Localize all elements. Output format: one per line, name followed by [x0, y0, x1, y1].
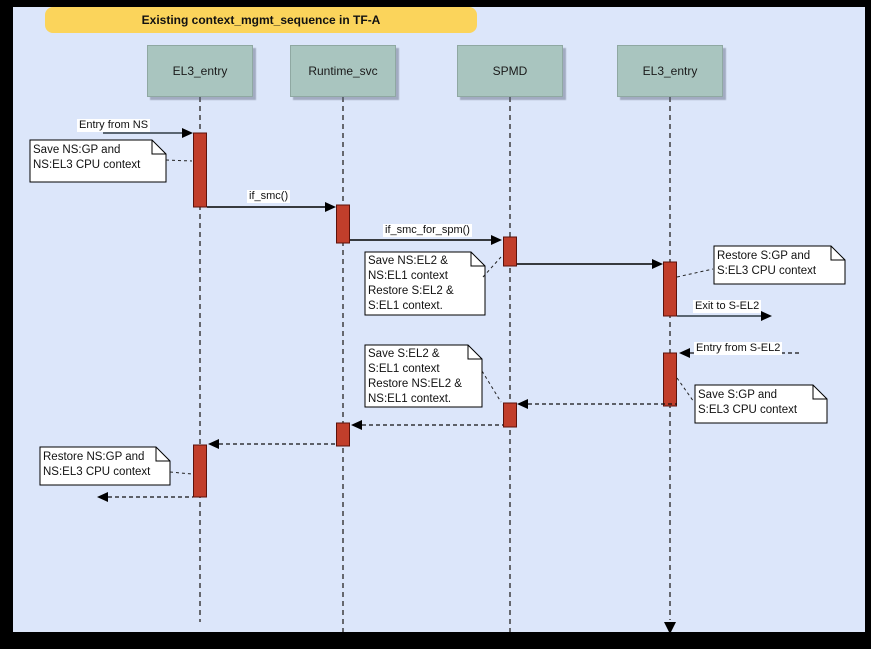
arrow-return-el3-to-spmd [517, 399, 677, 409]
note-save-ns-gp: Save NS:GP and NS:EL3 CPU context [33, 144, 141, 171]
actor-spmd: SPMD [457, 45, 563, 97]
note-save-s-el2: Save S:EL2 & S:EL1 context Restore NS:EL… [368, 348, 462, 405]
actor-el3-entry-2: EL3_entry [617, 45, 723, 97]
note-shape-save-ns-el2 [364, 251, 502, 316]
note-save-ns-el2: Save NS:EL2 & NS:EL1 context Restore S:E… [368, 255, 454, 312]
arrow-return-to-ns [97, 492, 193, 502]
label-if-smc-for-spm: if_smc_for_spm() [383, 224, 472, 237]
note-shape-restore-s-gp [676, 245, 846, 285]
arrow-return-spmd-to-runtime [351, 420, 503, 430]
arrow-exit-to-s-el2 [677, 311, 772, 321]
note-restore-ns-gp: Restore NS:GP and NS:EL3 CPU context [43, 451, 151, 478]
note-restore-s-gp: Restore S:GP and S:EL3 CPU context [717, 250, 817, 277]
arrow-entry-from-ns [103, 128, 193, 138]
note-shape-save-s-gp [676, 377, 828, 424]
label-entry-from-s-el2: Entry from S-EL2 [694, 342, 783, 355]
actor-el3-entry-1: EL3_entry [147, 45, 253, 97]
arrow-spmd-to-el3 [517, 259, 663, 269]
note-shape-save-s-el2 [364, 344, 502, 408]
note-save-s-gp: Save S:GP and S:EL3 CPU context [698, 389, 798, 416]
note-shape-restore-ns-gp [39, 446, 193, 486]
arrow-if-smc [207, 202, 336, 212]
diagram-canvas [13, 7, 865, 632]
actor-runtime-svc: Runtime_svc [290, 45, 396, 97]
note-shape-save-ns-gp [29, 139, 193, 183]
label-if-smc: if_smc() [247, 190, 291, 203]
arrow-if-smc-for-spm [350, 235, 502, 245]
activation-bars [193, 132, 677, 498]
diagram-title: Existing context_mgmt_sequence in TF-A [45, 7, 477, 33]
label-entry-from-ns: Entry from NS [77, 119, 151, 132]
label-exit-to-s-el2: Exit to S-EL2 [693, 300, 762, 313]
arrow-return-runtime-to-el3 [208, 439, 336, 449]
